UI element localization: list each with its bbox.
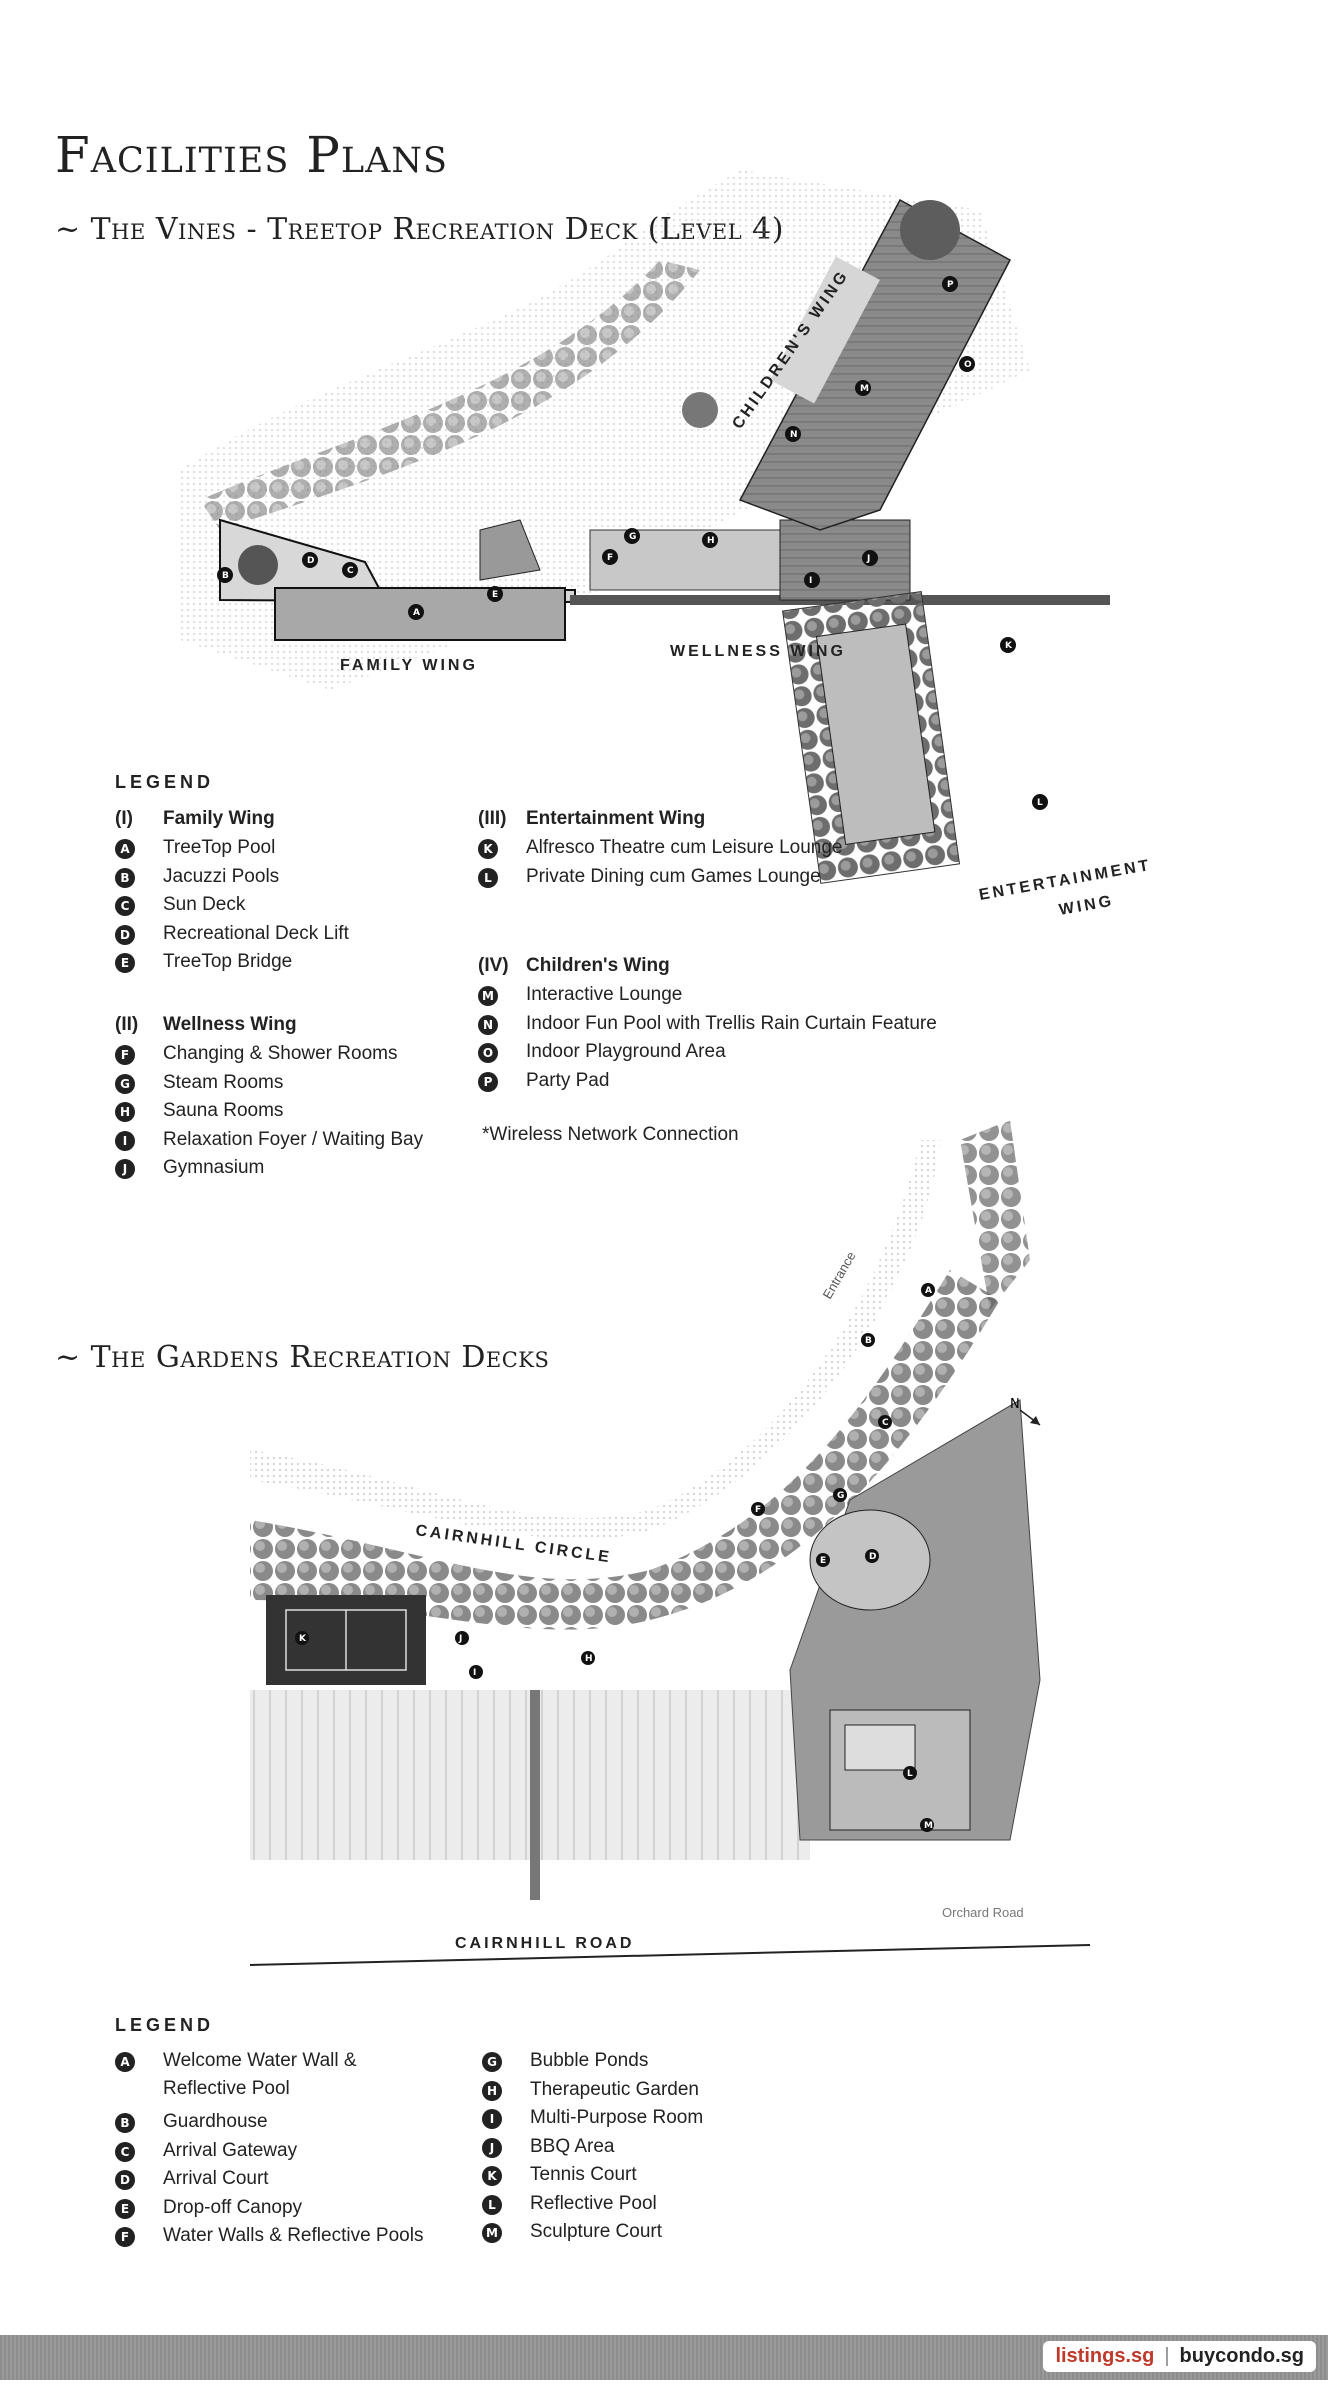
svg-text:N: N <box>1010 1397 1020 1412</box>
svg-text:M: M <box>924 1821 933 1831</box>
vines-site-plan: CHILDREN'S WING FAMILY WING WELLNESS WIN… <box>180 170 1153 919</box>
section-title-gardens: ~ The Gardens Recreation Decks <box>55 1340 550 1375</box>
brand-buycondo-link[interactable]: buycondo.sg <box>1179 2345 1304 2367</box>
svg-text:A: A <box>925 1286 932 1296</box>
svg-text:K: K <box>299 1634 307 1644</box>
svg-text:I: I <box>473 1668 476 1678</box>
map-label-entrance: Entrance <box>820 1249 859 1302</box>
north-arrow-icon: N <box>1010 1397 1041 1426</box>
svg-text:A: A <box>413 608 420 618</box>
plan-markers: A B C D E F G H I J K L M <box>295 1283 935 1832</box>
svg-text:K: K <box>1005 641 1013 651</box>
legend-heading-vines: LEGEND <box>115 772 215 792</box>
svg-text:H: H <box>585 1654 593 1664</box>
svg-text:G: G <box>629 532 636 542</box>
svg-text:C: C <box>882 1418 889 1428</box>
svg-text:E: E <box>820 1556 826 1566</box>
svg-text:N: N <box>790 430 798 440</box>
map-label-family-wing: FAMILY WING <box>340 657 478 674</box>
svg-text:E: E <box>492 590 498 600</box>
svg-text:B: B <box>865 1336 872 1346</box>
svg-text:J: J <box>458 1634 462 1644</box>
gardens-site-plan: CAIRNHILL CIRCLE CAIRNHILL ROAD Orchard … <box>249 1120 1091 1966</box>
svg-text:H: H <box>707 536 715 546</box>
svg-text:G: G <box>837 1491 844 1501</box>
svg-text:L: L <box>1037 798 1043 808</box>
plan-markers: A B C D E F G H I J K L M N O P <box>217 276 1048 810</box>
svg-text:D: D <box>869 1552 876 1562</box>
svg-text:D: D <box>307 556 314 566</box>
svg-text:I: I <box>809 576 812 586</box>
map-label-entertainment-wing-2: WING <box>1058 893 1116 919</box>
svg-text:B: B <box>222 571 229 581</box>
svg-text:O: O <box>964 360 972 370</box>
brand-listings-link[interactable]: listings.sg <box>1055 2345 1155 2367</box>
svg-text:J: J <box>866 554 870 564</box>
svg-text:F: F <box>607 553 613 563</box>
brand-separator: | <box>1164 2345 1170 2367</box>
legend-heading-gardens: LEGEND <box>115 2015 215 2035</box>
map-label-entertainment-wing: ENTERTAINMENT <box>978 857 1153 904</box>
svg-text:P: P <box>947 280 954 290</box>
map-label-orchard-road: Orchard Road <box>942 1905 1024 1920</box>
page-title: Facilities Plans <box>55 126 448 184</box>
svg-text:C: C <box>347 566 354 576</box>
wireless-note: *Wireless Network Connection <box>482 1124 739 1145</box>
svg-text:L: L <box>907 1769 913 1779</box>
svg-text:M: M <box>860 384 869 394</box>
svg-text:F: F <box>755 1505 761 1515</box>
map-label-wellness-wing: WELLNESS WING <box>670 643 846 660</box>
map-label-cairnhill-road: CAIRNHILL ROAD <box>455 1935 634 1952</box>
footer-brand: listings.sg | buycondo.sg <box>1043 2341 1316 2372</box>
